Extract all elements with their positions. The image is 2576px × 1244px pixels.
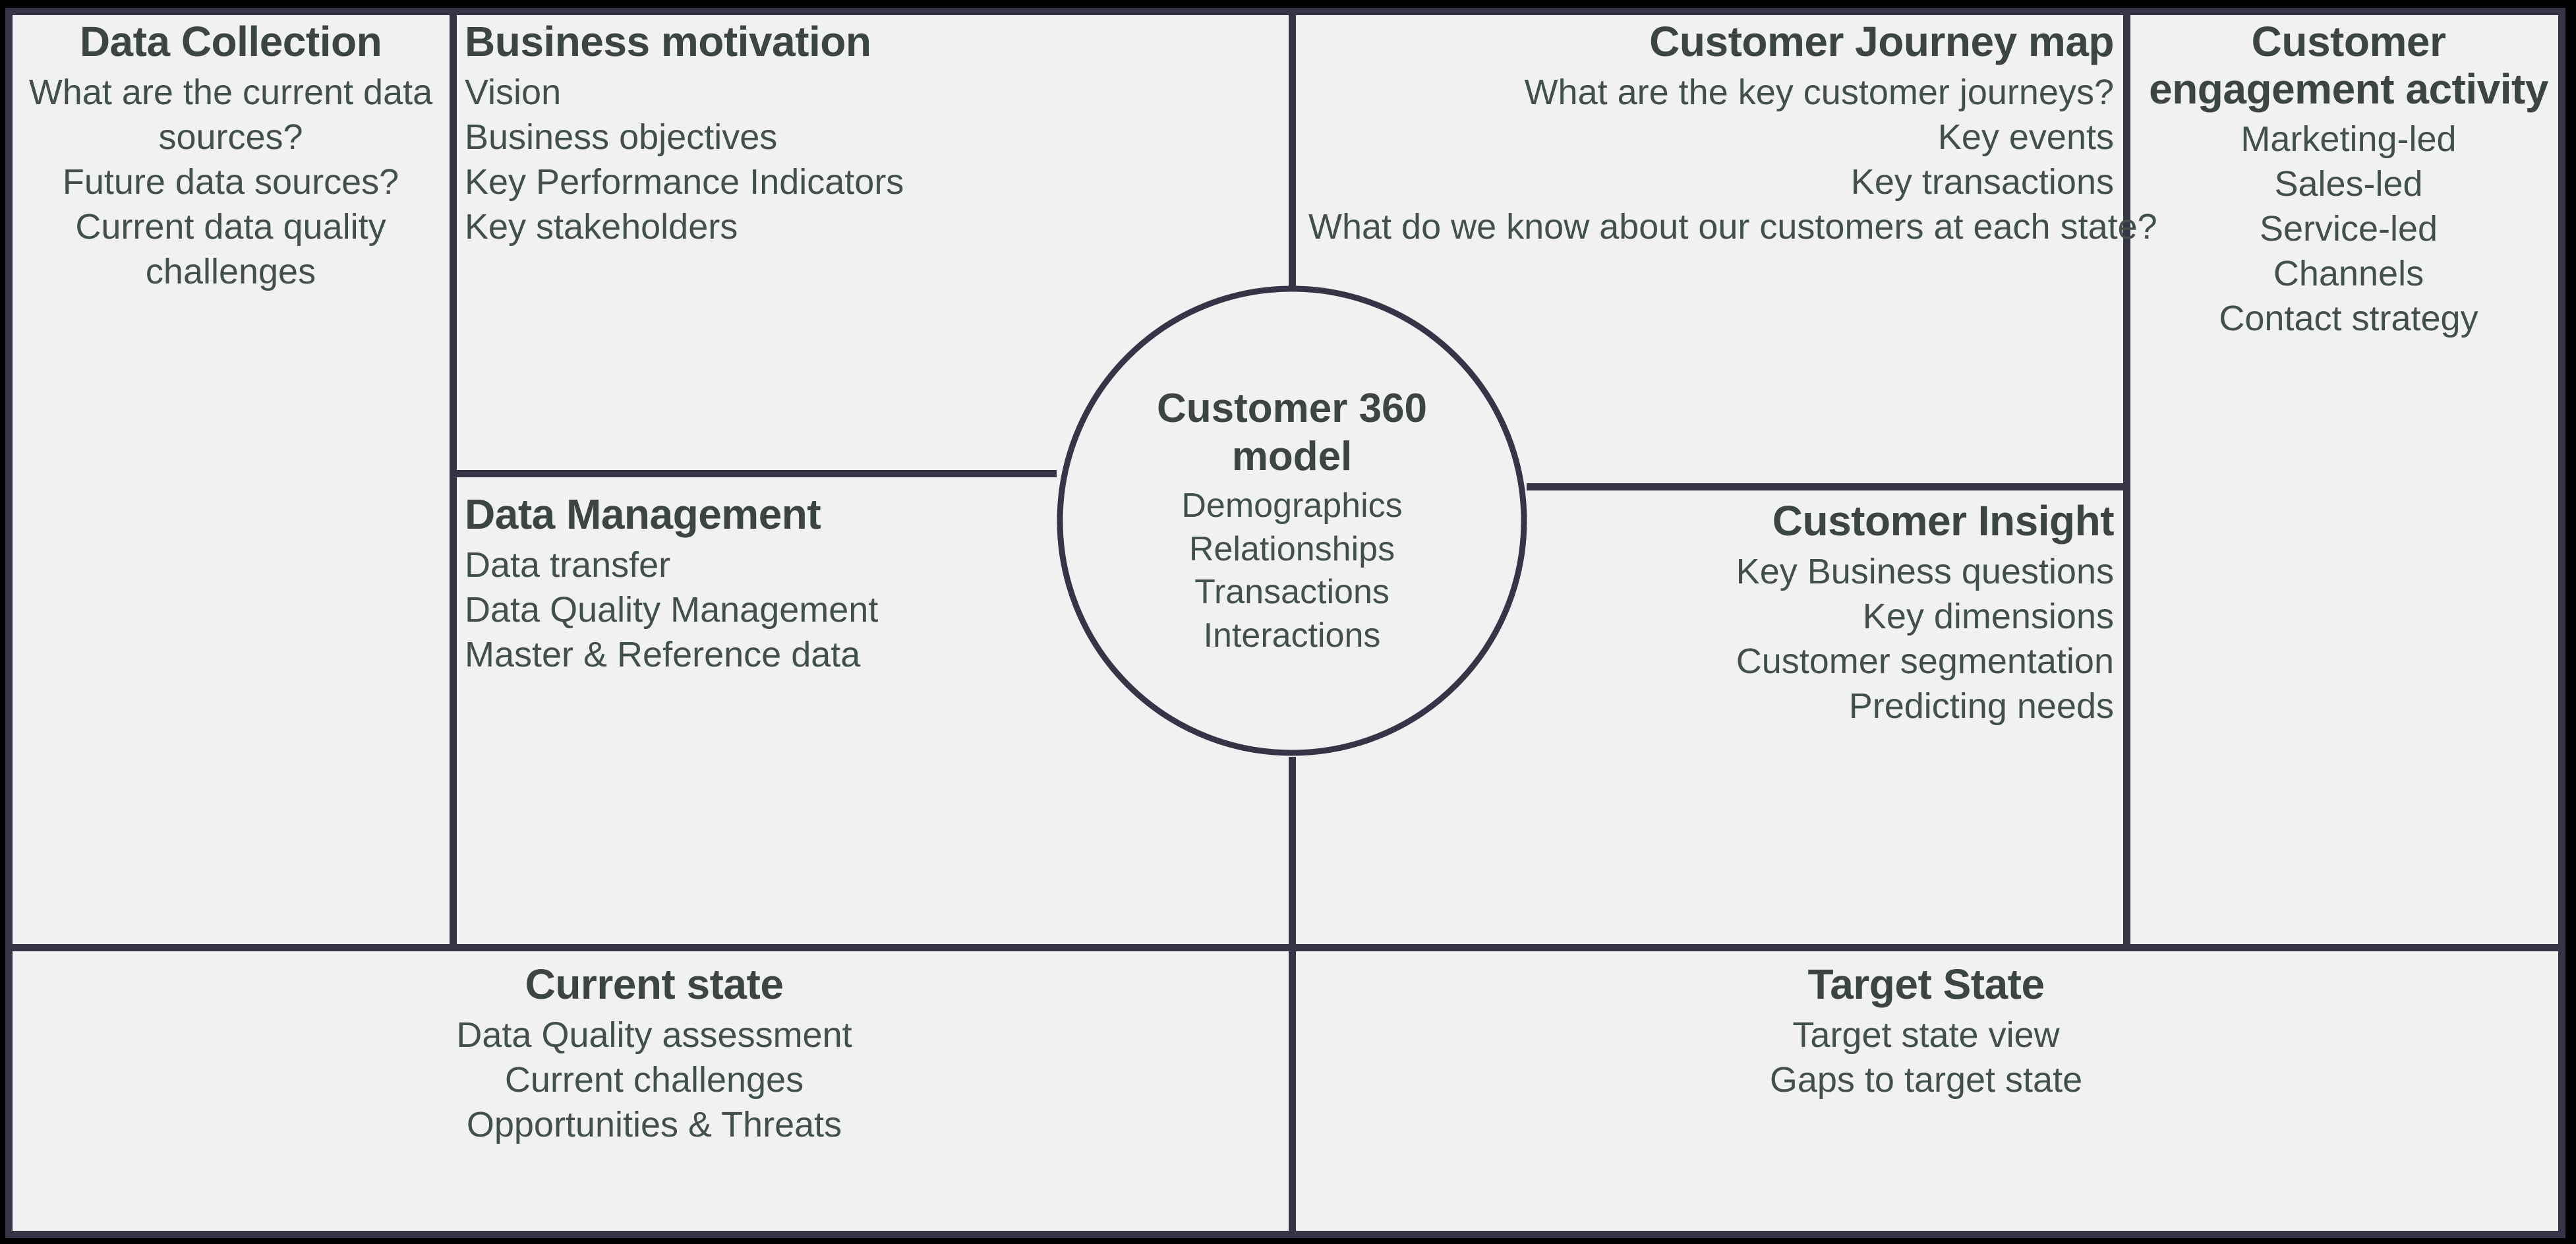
panel-list-data-management: Data transfer Data Quality Management Ma… xyxy=(465,543,1243,677)
circle-item: Relationships xyxy=(1188,529,1395,568)
panel-title-data-management: Data Management xyxy=(465,490,821,538)
panel-list-data-collection: What are the current data sources? Futur… xyxy=(20,70,442,294)
panel-list-target-state: Target state view Gaps to target state xyxy=(1296,1013,2556,1102)
divider-horizontal-journey-insight xyxy=(1527,483,2130,490)
panel-list-customer-insight: Key Business questions Key dimensions Cu… xyxy=(1318,549,2114,728)
circle-item: Interactions xyxy=(1203,616,1381,655)
panel-title-current-state: Current state xyxy=(525,961,784,1008)
divider-horizontal-business-data-management xyxy=(457,470,1057,477)
panel-customer-insight: Customer Insight Key Business questions … xyxy=(1318,497,2115,728)
list-item: Gaps to target state xyxy=(1769,1059,2083,1100)
panel-title-data-collection: Data Collection xyxy=(79,18,382,65)
list-item: Business objectives xyxy=(465,117,778,157)
divider-vertical-right xyxy=(2123,8,2130,948)
panel-title-customer-journey-map: Customer Journey map xyxy=(1649,18,2114,65)
circle-item-list: Demographics Relationships Transactions … xyxy=(1181,485,1402,657)
list-item: What are the current data sources? xyxy=(28,72,433,157)
list-item: Data Quality assessment xyxy=(456,1015,852,1055)
list-item: Key transactions xyxy=(1850,162,2114,202)
panel-list-business-motivation: Vision Business objectives Key Performan… xyxy=(465,70,1243,249)
list-item: Target state view xyxy=(1792,1015,2060,1055)
panel-list-customer-journey-map: What are the key customer journeys? Key … xyxy=(1308,70,2157,249)
list-item: Marketing-led xyxy=(2240,119,2457,160)
panel-title-business-motivation: Business motivation xyxy=(465,18,871,65)
list-item: Current data quality challenges xyxy=(75,206,386,291)
list-item: Channels xyxy=(2273,254,2424,294)
panel-current-state: Current state Data Quality assessment Cu… xyxy=(20,961,1289,1147)
list-item: Future data sources? xyxy=(62,162,399,202)
list-item: Current challenges xyxy=(504,1059,804,1100)
panel-list-current-state: Data Quality assessment Current challeng… xyxy=(20,1013,1289,1147)
panel-data-collection: Data Collection What are the current dat… xyxy=(20,18,442,294)
list-item: Predicting needs xyxy=(1848,686,2114,726)
divider-vertical-center-upper xyxy=(1289,8,1296,288)
list-item: Data transfer xyxy=(465,545,671,585)
list-item: Key Performance Indicators xyxy=(465,162,904,202)
circle-title: Customer 360 model xyxy=(1156,385,1428,479)
panel-customer-journey-map: Customer Journey map What are the key cu… xyxy=(1308,18,2157,249)
panel-title-customer-insight: Customer Insight xyxy=(1772,497,2115,545)
list-item: Contact strategy xyxy=(2219,299,2478,339)
circle-item: Transactions xyxy=(1194,573,1390,612)
list-item: Sales-led xyxy=(2274,164,2423,204)
panel-title-target-state: Target State xyxy=(1807,961,2045,1008)
circle-item: Demographics xyxy=(1181,487,1403,525)
list-item: Key events xyxy=(1937,117,2114,157)
list-item: Key Business questions xyxy=(1736,551,2114,591)
panel-list-customer-engagement-activity: Marketing-led Sales-led Service-led Chan… xyxy=(2141,117,2556,341)
panel-title-customer-engagement-activity: Customer engagement activity xyxy=(2149,18,2548,113)
list-item: Opportunities & Threats xyxy=(466,1104,842,1144)
list-item: Service-led xyxy=(2259,209,2438,249)
panel-target-state: Target State Target state view Gaps to t… xyxy=(1296,961,2556,1102)
divider-vertical-left xyxy=(450,8,457,948)
divider-horizontal-bottom xyxy=(5,944,2565,951)
list-item: What do we know about our customers at e… xyxy=(1308,206,2157,247)
list-item: Customer segmentation xyxy=(1736,641,2114,681)
list-item: Data Quality Management xyxy=(465,589,879,630)
list-item: Vision xyxy=(465,72,562,112)
panel-data-management: Data Management Data transfer Data Quali… xyxy=(465,490,1243,677)
panel-customer-engagement-activity: Customer engagement activity Marketing-l… xyxy=(2141,18,2556,341)
list-item: Key stakeholders xyxy=(465,206,738,247)
customer-360-circle: Customer 360 model Demographics Relation… xyxy=(1055,283,1529,758)
panel-business-motivation: Business motivation Vision Business obje… xyxy=(465,18,1243,249)
list-item: Key dimensions xyxy=(1862,596,2114,636)
divider-vertical-center-lower xyxy=(1289,757,1296,1238)
list-item: Master & Reference data xyxy=(465,634,861,674)
list-item: What are the key customer journeys? xyxy=(1524,72,2114,112)
